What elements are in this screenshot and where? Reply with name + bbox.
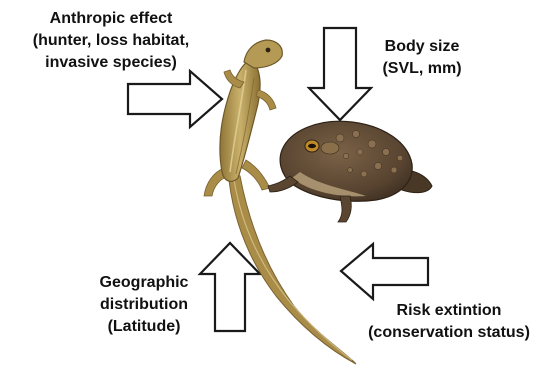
anthropic-effect-title: Anthropic effect (2, 8, 220, 30)
geographic-detail: (Latitude) (88, 316, 200, 338)
geographic-title-2: distribution (88, 294, 200, 316)
geographic-distribution-label: Geographic distribution (Latitude) (88, 272, 200, 338)
body-size-detail: (SVL, mm) (362, 58, 482, 80)
anthropic-effect-label: Anthropic effect (hunter, loss habitat, … (2, 8, 220, 74)
body-size-title: Body size (362, 36, 482, 58)
risk-extinction-title: Risk extintion (354, 300, 544, 322)
risk-extinction-detail: (conservation status) (354, 322, 544, 344)
toad-illustration (268, 121, 432, 222)
geographic-title-1: Geographic (88, 272, 200, 294)
arrow-right-anthropic (128, 71, 222, 127)
anthropic-effect-detail-1: (hunter, loss habitat, (2, 30, 220, 52)
anthropic-effect-detail-2: invasive species) (2, 52, 220, 74)
risk-extinction-label: Risk extintion (conservation status) (354, 300, 544, 344)
arrow-left-risk (341, 244, 428, 299)
body-size-label: Body size (SVL, mm) (362, 36, 482, 80)
